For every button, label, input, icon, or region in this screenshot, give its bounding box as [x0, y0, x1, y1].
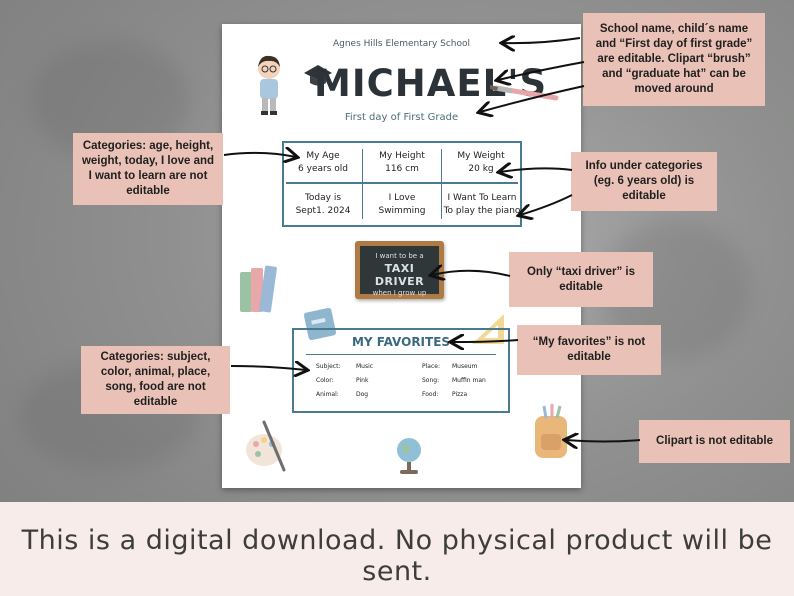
- stat-cell-height: My Height 116 cm: [363, 150, 441, 176]
- stat-cell-love: I Love Swimming: [363, 192, 441, 218]
- fav-label: Song:: [422, 377, 440, 384]
- stat-cell-today: Today is Sept1. 2024: [284, 192, 362, 218]
- stat-cell-weight: My Weight 20 kg: [442, 150, 520, 176]
- stat-value: Sept1. 2024: [295, 206, 351, 216]
- fav-value: Pizza: [452, 391, 468, 398]
- stat-label: Today is: [304, 193, 342, 203]
- footer-banner: This is a digital download. No physical …: [0, 502, 794, 596]
- note-taxi-driver: Only “taxi driver” is editable: [509, 252, 653, 307]
- arrow: [432, 271, 511, 276]
- stat-value: 116 cm: [385, 164, 419, 174]
- arrow: [480, 85, 585, 112]
- footer-text: This is a digital download. No physical …: [21, 525, 773, 587]
- arrow: [520, 194, 573, 215]
- stat-label: My Age: [306, 151, 340, 161]
- school-name: Agnes Hills Elementary School: [332, 39, 471, 49]
- favorites-title: MY FAVORITES: [351, 335, 451, 349]
- arrow: [223, 153, 296, 157]
- stat-label: I Want To Learn: [447, 193, 517, 203]
- note-fav-categories: Categories: subject, color, animal, plac…: [81, 346, 230, 414]
- books-clipart: [240, 265, 277, 313]
- favorites-divider: [306, 354, 496, 355]
- chalkboard-line1: I want to be a: [375, 252, 424, 260]
- fav-value: Music: [356, 363, 374, 370]
- arrow: [498, 61, 585, 80]
- backpack-clipart: [535, 404, 567, 458]
- fav-label: Color:: [316, 377, 334, 384]
- arrow: [500, 168, 573, 172]
- arrow: [452, 340, 519, 342]
- stats-grid: My Age 6 years old My Height 116 cm My W…: [282, 141, 522, 227]
- stat-cell-learn: I Want To Learn To play the piano: [442, 192, 522, 218]
- stat-value: 20 kg: [468, 164, 494, 174]
- graduate-hat-clipart: [304, 65, 332, 86]
- note-clipart: Clipart is not editable: [639, 420, 790, 463]
- note-favorites: “My favorites” is not editable: [517, 325, 661, 375]
- arrow: [503, 38, 581, 43]
- fav-label: Subject:: [316, 363, 341, 370]
- arrow: [566, 440, 641, 442]
- chalkboard-line3: when I grow up: [372, 289, 427, 297]
- note-editable-header: School name, child´s name and “First day…: [583, 13, 765, 106]
- favorites-box: MY FAVORITES Subject: Music Color: Pink …: [292, 328, 510, 413]
- note-categories-not-editable: Categories: age, height, weight, today, …: [73, 133, 223, 205]
- stat-label: My Height: [379, 151, 425, 161]
- grid-divider: [441, 149, 442, 219]
- fav-label: Food:: [422, 391, 439, 398]
- subtitle: First day of First Grade: [344, 112, 459, 123]
- stat-value: 6 years old: [298, 164, 348, 174]
- stat-cell-age: My Age 6 years old: [284, 150, 362, 176]
- note-info-editable: Info under categories (eg. 6 years old) …: [571, 152, 717, 211]
- grid-divider: [286, 182, 518, 184]
- brush-clipart: [490, 85, 559, 101]
- fav-label: Place:: [422, 363, 440, 370]
- fav-value: Museum: [452, 363, 478, 370]
- fav-label: Animal:: [316, 391, 339, 398]
- grid-divider: [362, 149, 363, 219]
- palette-clipart: [246, 420, 286, 472]
- chalkboard: I want to be a TAXI DRIVER when I grow u…: [355, 241, 444, 299]
- stat-value: To play the piano: [443, 206, 521, 216]
- globe-clipart: [397, 438, 421, 474]
- fav-value: Pink: [356, 377, 369, 384]
- fav-value: Muffin man: [452, 377, 486, 384]
- notebook-clipart: [303, 307, 337, 341]
- fav-value: Dog: [356, 391, 369, 398]
- stat-value: Swimming: [378, 206, 426, 216]
- arrow: [230, 366, 306, 370]
- boy-clipart: [258, 55, 280, 115]
- stat-label: My Weight: [457, 151, 505, 161]
- stat-label: I Love: [388, 193, 416, 203]
- chalkboard-job: TAXI DRIVER: [374, 262, 425, 288]
